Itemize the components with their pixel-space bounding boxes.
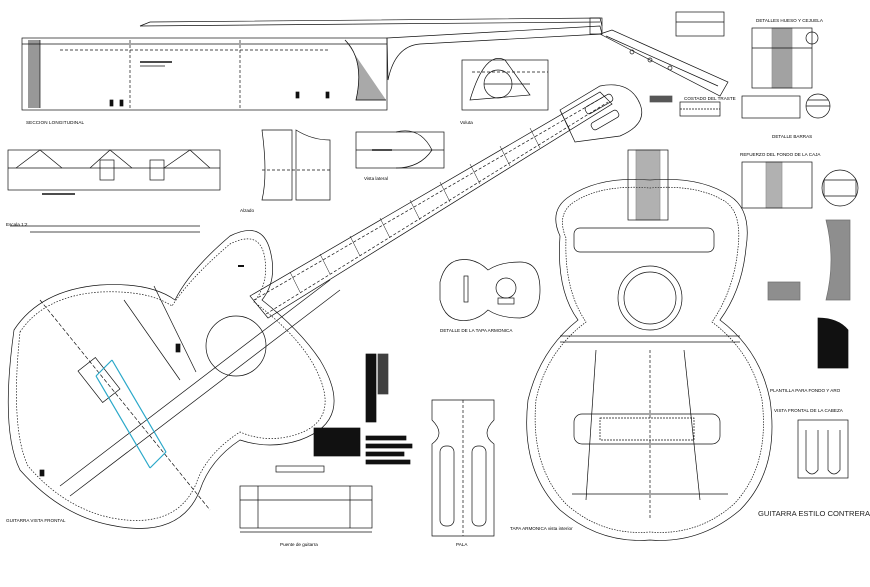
bridge-detail: [239, 465, 373, 533]
caption-seccion-longitudinal: SECCION LONGITUDINAL: [26, 120, 84, 125]
notes-block: [313, 353, 413, 465]
right-profile-details: [741, 161, 859, 479]
caption-escala: Escala 1:2: [6, 222, 28, 227]
caption-guitarra-frente: GUITARRA VISTA FRONTAL: [6, 518, 66, 523]
vista-lateral-block: [355, 130, 445, 169]
longitudinal-section: [21, 17, 729, 111]
pala-elevation: [431, 399, 495, 537]
guitar-front-view: [7, 84, 643, 529]
caption-detalles-hueso: DETALLES HUESO Y CEJUELA: [756, 18, 824, 23]
drawing-title: GUITARRA ESTILO CONTRERAS: [758, 509, 870, 518]
caption-costado-traste: COSTADO DEL TRASTE: [684, 96, 736, 101]
caption-planta-tapa: TAPA ARMONICA vista interior: [510, 526, 573, 531]
caption-detalle-barras: DETALLE BARRAS: [772, 134, 812, 139]
caption-tapa-armonica: DETALLE DE LA TAPA ARMONICA: [440, 328, 513, 333]
caption-puente: Puente de guitarra: [280, 542, 318, 547]
guitar-body-plan: [526, 149, 773, 541]
brace-elevation: [7, 149, 221, 233]
caption-plantilla: PLANTILLA PARA FONDO Y ARO: [770, 388, 841, 393]
voluta-detail: [461, 58, 549, 111]
caption-vista-frontal: VISTA FRONTAL DE LA CABEZA: [774, 408, 844, 413]
tapa-armonica-outline: [439, 259, 541, 321]
caption-vista-lateral: Vista lateral: [364, 176, 388, 181]
top-right-details: [649, 11, 831, 119]
caption-voluta: Voluta: [460, 120, 473, 125]
caption-pala: PALA: [456, 542, 468, 547]
alzado-heel: [261, 129, 331, 201]
caption-alzado: Alzado: [240, 208, 254, 213]
caption-refuerzo-fondo: REFUERZO DEL FONDO DE LA CAJA: [740, 152, 821, 157]
